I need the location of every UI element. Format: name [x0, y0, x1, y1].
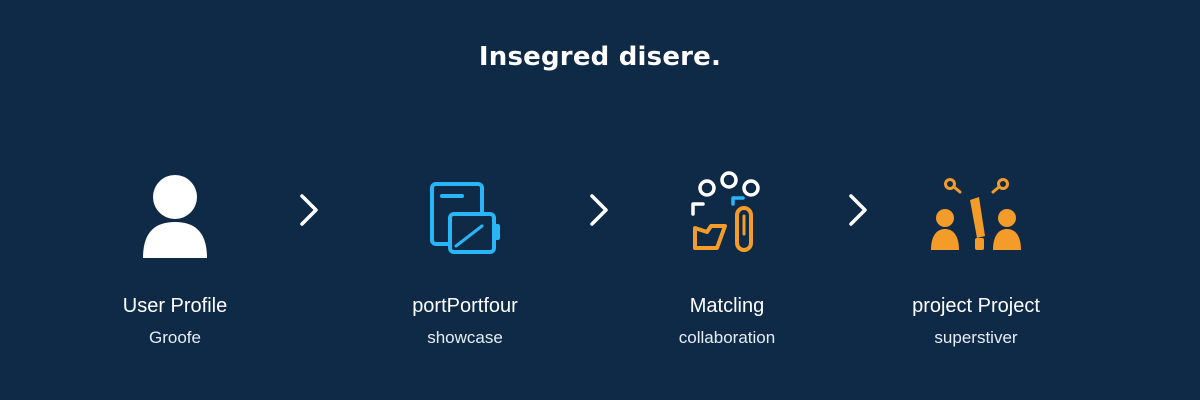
portfolio-icon	[410, 165, 520, 265]
step-label: project Project	[912, 295, 1040, 317]
step-project: project Project superstiver	[846, 165, 1106, 348]
chevron-right-icon	[849, 194, 867, 226]
step-sublabel: collaboration	[678, 328, 776, 347]
page-title: Insegred disere.	[478, 42, 722, 72]
matching-icon	[672, 165, 782, 265]
step-portfolio: portPortfour showcase	[335, 165, 595, 348]
project-team-icon	[921, 165, 1031, 265]
step-label: portPortfour	[412, 295, 518, 317]
step-sublabel: showcase	[427, 328, 503, 347]
step-label: User Profile	[122, 295, 228, 317]
chevron-right-icon	[590, 194, 608, 226]
step-sublabel: superstiver	[934, 328, 1018, 347]
step-user-profile: User Profile Groofe	[45, 165, 305, 348]
chevron-right-icon	[300, 194, 318, 226]
step-sublabel: Groofe	[149, 328, 201, 347]
step-label: Matcling	[689, 295, 765, 317]
step-matching: Matcling collaboration	[597, 165, 857, 348]
user-icon	[120, 165, 230, 265]
